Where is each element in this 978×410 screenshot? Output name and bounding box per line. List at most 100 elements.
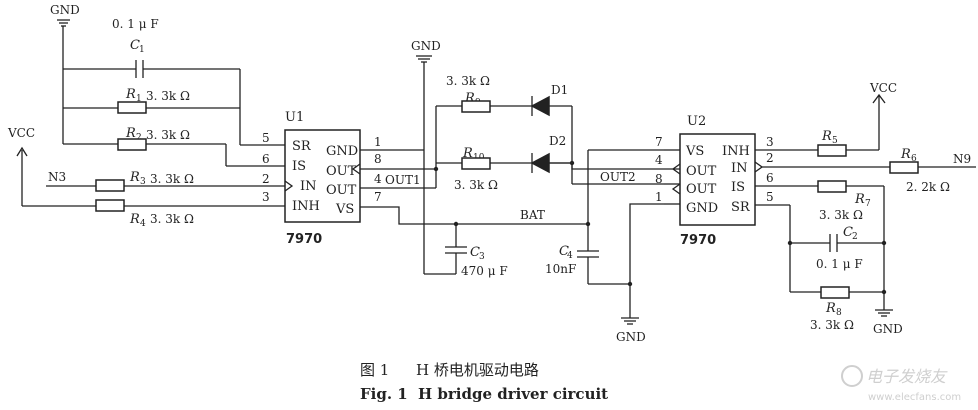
svg-text:U1: U1: [285, 110, 304, 125]
svg-text:GND: GND: [411, 39, 441, 53]
svg-text:5: 5: [832, 136, 838, 146]
svg-text:3: 3: [140, 177, 146, 187]
svg-text:C: C: [843, 225, 853, 240]
svg-text:SR: SR: [731, 200, 751, 215]
caption-cn-fig: 图 1: [360, 361, 389, 379]
svg-text:GND: GND: [616, 330, 646, 344]
svg-text:0. 1 μ F: 0. 1 μ F: [112, 17, 159, 31]
svg-text:7970: 7970: [286, 232, 322, 247]
svg-text:www.elecfans.com: www.elecfans.com: [868, 392, 961, 403]
svg-text:OUT: OUT: [686, 182, 717, 197]
svg-text:1: 1: [655, 190, 663, 204]
svg-text:VCC: VCC: [869, 81, 897, 95]
capacitor-c4: C 4 10nF: [545, 224, 633, 287]
resistor-r1: R 1 3. 3k Ω: [63, 87, 240, 114]
svg-text:INH: INH: [292, 199, 320, 214]
svg-text:2: 2: [766, 151, 774, 165]
svg-text:1: 1: [136, 94, 142, 104]
svg-text:GND: GND: [50, 3, 80, 17]
svg-text:4: 4: [655, 153, 663, 167]
svg-text:3: 3: [262, 190, 270, 204]
svg-text:3. 3k Ω: 3. 3k Ω: [146, 89, 190, 103]
resistor-r3: N3 R 3 3. 3k Ω: [46, 170, 285, 192]
svg-text:1: 1: [139, 45, 145, 55]
svg-text:N3: N3: [48, 170, 66, 184]
resistor-r7: R 7 3. 3k Ω: [817, 180, 885, 310]
capacitor-c1: 0. 1 μ F C 1: [63, 17, 241, 145]
svg-text:7: 7: [655, 135, 663, 149]
svg-text:C: C: [559, 244, 569, 259]
svg-text:5: 5: [766, 190, 774, 204]
svg-text:VS: VS: [335, 202, 354, 217]
svg-text:D1: D1: [551, 83, 568, 97]
svg-text:D2: D2: [549, 134, 566, 148]
svg-text:3: 3: [479, 252, 485, 262]
svg-text:6: 6: [766, 171, 774, 185]
svg-text:7970: 7970: [680, 233, 716, 248]
out2-net: OUT2: [572, 170, 664, 185]
svg-text:U2: U2: [687, 114, 706, 129]
figure-caption: 图 1 H 桥电机驱动电路 Fig. 1 H bridge driver cir…: [360, 361, 608, 403]
svg-text:8: 8: [374, 152, 382, 166]
svg-text:N9: N9: [953, 152, 971, 166]
gnd-symbol-top-left: GND: [50, 3, 80, 144]
svg-text:3. 3k Ω: 3. 3k Ω: [150, 212, 194, 226]
svg-text:C: C: [470, 245, 480, 260]
svg-text:2: 2: [852, 232, 858, 242]
svg-text:3. 3k Ω: 3. 3k Ω: [446, 74, 490, 88]
svg-text:6: 6: [262, 152, 270, 166]
svg-text:3. 3k Ω: 3. 3k Ω: [819, 208, 863, 222]
diode-d1: D1: [530, 83, 573, 184]
svg-text:4: 4: [374, 172, 382, 186]
watermark-logo: 电子发烧友 www.elecfans.com: [841, 365, 961, 403]
svg-text:10nF: 10nF: [545, 262, 576, 276]
resistor-r4: R 4 3. 3k Ω: [22, 199, 285, 229]
bat-net: BAT: [453, 149, 664, 227]
diode-d2: D2: [530, 134, 575, 174]
chip-u2: U2 VS OUT OUT GND INH IN IS SR 7970: [671, 114, 764, 248]
u2-right-leads: 3 2 6 5: [755, 135, 890, 206]
svg-text:8: 8: [655, 172, 663, 186]
svg-text:IN: IN: [300, 179, 317, 194]
svg-text:5: 5: [262, 131, 270, 145]
svg-text:OUT: OUT: [326, 183, 357, 198]
svg-text:2: 2: [136, 133, 142, 143]
capacitor-c2: C 2 0. 1 μ F: [787, 205, 887, 292]
svg-text:R: R: [900, 147, 911, 162]
resistor-r5: R 5 VCC: [817, 81, 897, 157]
caption-cn-title: H 桥电机驱动电路: [416, 361, 539, 379]
svg-text:3. 3k Ω: 3. 3k Ω: [150, 172, 194, 186]
svg-text:4: 4: [140, 219, 146, 229]
svg-text:IS: IS: [292, 159, 306, 174]
u1-right-leads: 1 8 4 7 OUT1: [360, 135, 456, 225]
svg-text:4: 4: [567, 251, 573, 261]
gnd-symbol-middle: GND: [411, 39, 456, 275]
caption-en-fig: Fig. 1: [360, 385, 408, 403]
svg-text:GND: GND: [326, 144, 358, 159]
svg-text:3. 3k Ω: 3. 3k Ω: [810, 318, 854, 332]
svg-text:IS: IS: [731, 180, 745, 195]
gnd-symbol-bottom: GND: [616, 203, 664, 344]
svg-text:OUT: OUT: [686, 164, 717, 179]
u1-left-leads: 5 6 2 3: [226, 131, 285, 204]
svg-text:R: R: [129, 170, 140, 185]
svg-text:3. 3k Ω: 3. 3k Ω: [454, 178, 498, 192]
resistor-r9: 3. 3k Ω R 9: [436, 74, 532, 113]
svg-text:GND: GND: [873, 322, 903, 336]
svg-text:2. 2k Ω: 2. 2k Ω: [906, 180, 950, 194]
svg-text:7: 7: [865, 199, 871, 209]
svg-text:VCC: VCC: [7, 126, 35, 140]
svg-text:R: R: [464, 91, 475, 106]
svg-text:8: 8: [836, 308, 842, 318]
svg-text:7: 7: [374, 190, 382, 204]
svg-text:SR: SR: [292, 139, 312, 154]
svg-text:R: R: [821, 129, 832, 144]
svg-text:BAT: BAT: [520, 208, 545, 222]
svg-text:3. 3k Ω: 3. 3k Ω: [146, 128, 190, 142]
svg-text:IN: IN: [731, 161, 748, 176]
svg-text:R: R: [462, 146, 473, 161]
svg-text:INH: INH: [722, 144, 750, 159]
svg-text:VS: VS: [685, 144, 704, 159]
svg-text:470 μ F: 470 μ F: [461, 264, 508, 278]
